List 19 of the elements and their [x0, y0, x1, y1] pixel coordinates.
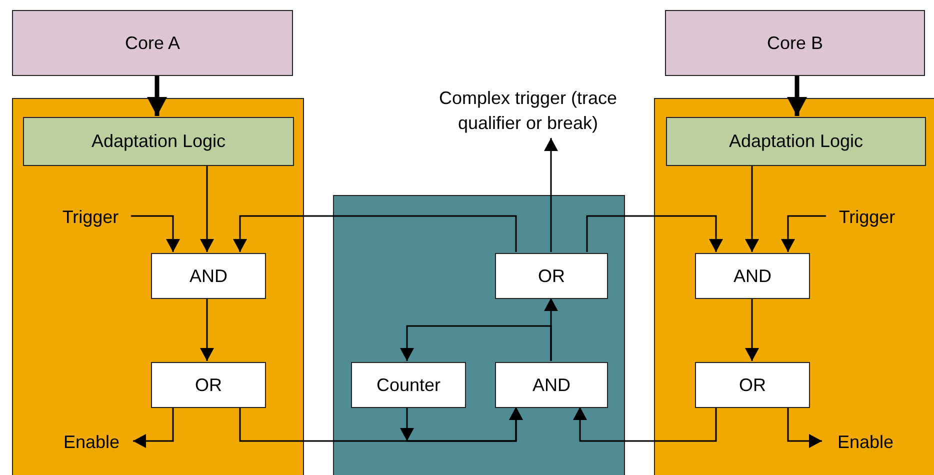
gate-box: Counter	[351, 362, 466, 408]
logic-box: Adaptation Logic	[23, 117, 294, 166]
panel-background	[12, 98, 304, 475]
signal-label: Enable	[823, 430, 908, 454]
gate-box: AND	[495, 362, 608, 408]
panel-background	[333, 195, 625, 475]
panel-background	[654, 98, 934, 475]
gate-box: AND	[151, 253, 266, 299]
gate-box: OR	[495, 253, 608, 299]
core-box: Core B	[665, 10, 925, 76]
signal-label: Trigger	[49, 205, 132, 229]
gate-box: OR	[695, 362, 810, 408]
signal-label: Trigger	[827, 205, 907, 229]
signal-label: Enable	[49, 430, 134, 454]
core-box: Core A	[12, 10, 293, 76]
signal-label: Complex trigger (trace qualifier or break)	[410, 84, 646, 138]
gate-box: OR	[151, 362, 266, 408]
gate-box: AND	[695, 253, 810, 299]
logic-box: Adaptation Logic	[666, 117, 926, 166]
